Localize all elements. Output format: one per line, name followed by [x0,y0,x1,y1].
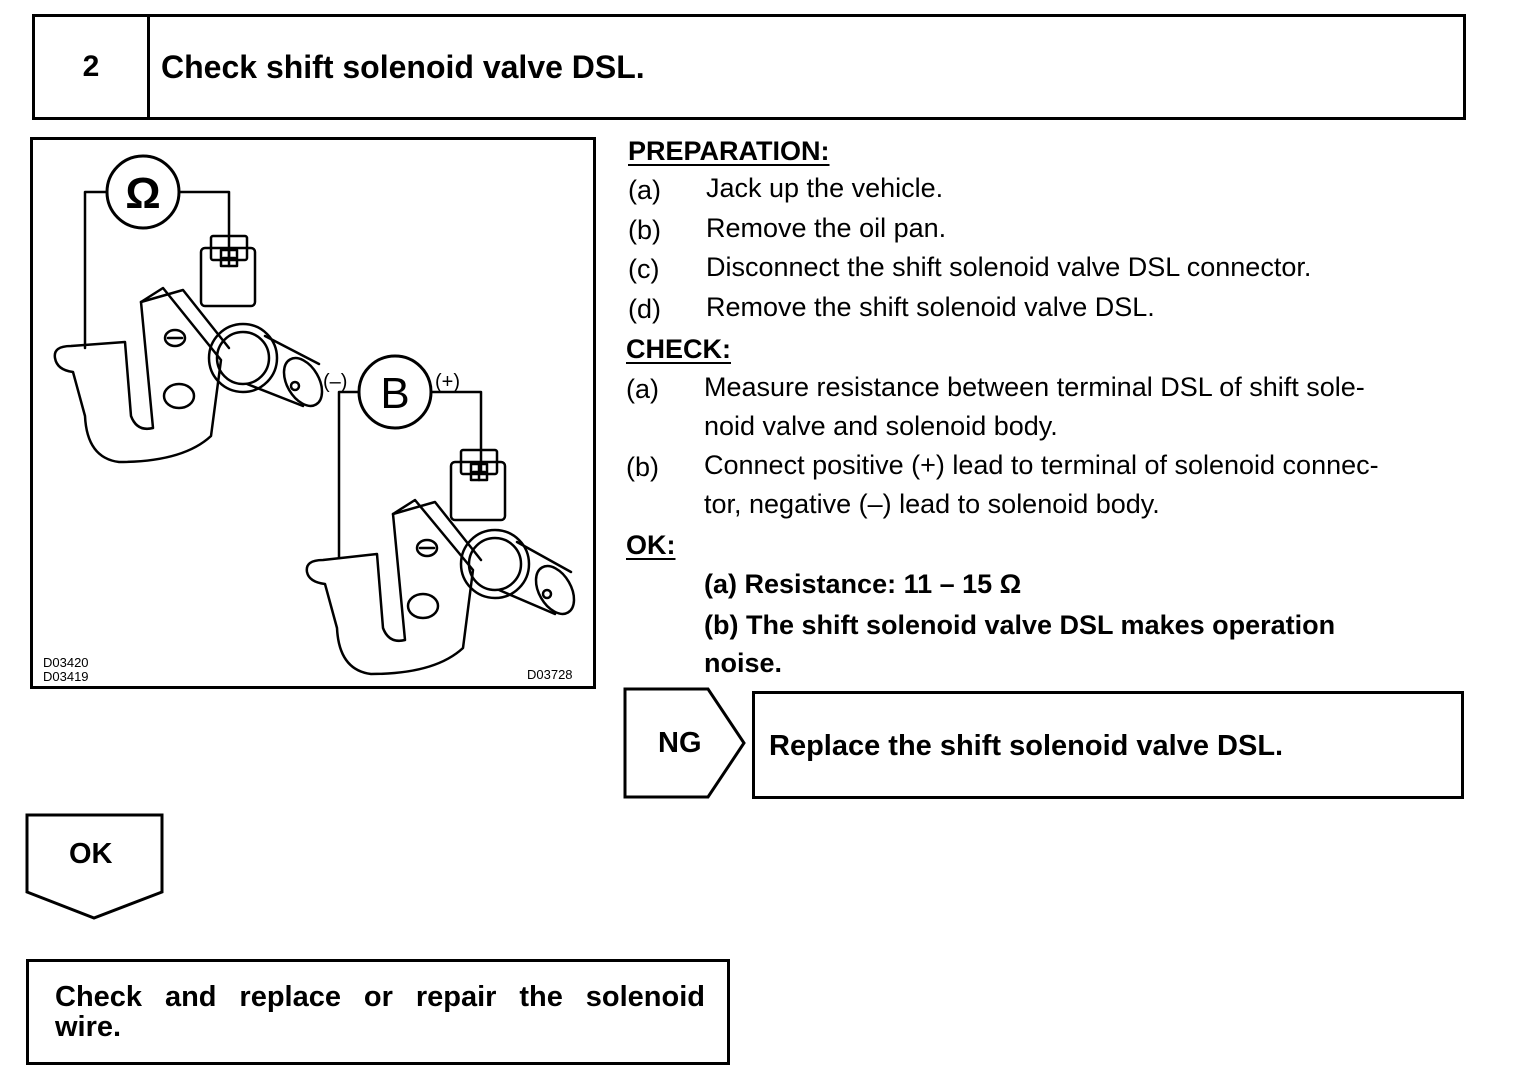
prep-item-text: Disconnect the shift solenoid valve DSL … [706,252,1312,282]
ng-label: NG [658,727,702,759]
step-number: 2 [35,17,150,117]
ok-spec-heading: OK: [626,530,676,560]
figure-code-left-top: D03420 [43,655,89,670]
battery-icon [357,354,433,430]
positive-polarity-label: (+) [435,371,460,393]
check-item-text: Connect positive (+) lead to terminal of… [704,450,1379,480]
negative-polarity-label: (–) [323,371,347,393]
check-heading: CHECK: [626,334,731,364]
prep-item-letter: (d) [628,294,661,324]
prep-item-text: Jack up the vehicle. [706,173,944,203]
ng-action-box: Replace the shift solenoid valve DSL. [752,691,1464,799]
figure-code-left-bottom: D03419 [43,669,89,684]
ok-spec-noise-cont: noise. [704,648,783,678]
step-header: 2 Check shift solenoid valve DSL. [32,14,1466,120]
check-item-text: noid valve and solenoid body. [704,411,1058,441]
ok-action-box: Check and replace or repair the solenoid… [26,959,730,1065]
ok-spec-noise: (b) The shift solenoid valve DSL makes o… [704,610,1336,640]
step-title: Check shift solenoid valve DSL. [161,48,645,85]
prep-item-text: Remove the oil pan. [706,213,947,243]
ok-arrow-icon [25,813,164,920]
ok-label: OK [69,838,113,870]
ok-action-text-line1: Check and replace or repair the solenoid [55,981,705,1013]
ng-arrow-icon [623,687,746,799]
prep-item-letter: (c) [628,254,660,284]
prep-item-text: Remove the shift solenoid valve DSL. [706,292,1155,322]
check-item-text: tor, negative (–) lead to solenoid body. [704,489,1160,519]
prep-item-letter: (b) [628,215,661,245]
check-item-text: Measure resistance between terminal DSL … [704,372,1365,402]
battery-symbol: B [380,369,409,418]
solenoid-illustration: Ω B (–) (+) D03420 D03419 D03728 [30,137,596,689]
prep-item-letter: (a) [628,175,661,205]
check-item-letter: (a) [626,374,659,404]
ng-action-text: Replace the shift solenoid valve DSL. [769,730,1284,762]
check-item-letter: (b) [626,452,659,482]
ohm-symbol: Ω [125,169,160,218]
figure-code-right: D03728 [527,667,573,682]
ohmmeter-icon [105,154,181,230]
ok-spec-resistance: (a) Resistance: 11 – 15 Ω [704,569,1022,599]
preparation-heading: PREPARATION: [628,136,830,166]
solenoid-drawing: Ω B (–) (+) [53,154,576,676]
ok-action-text-line2: wire. [55,1011,122,1043]
